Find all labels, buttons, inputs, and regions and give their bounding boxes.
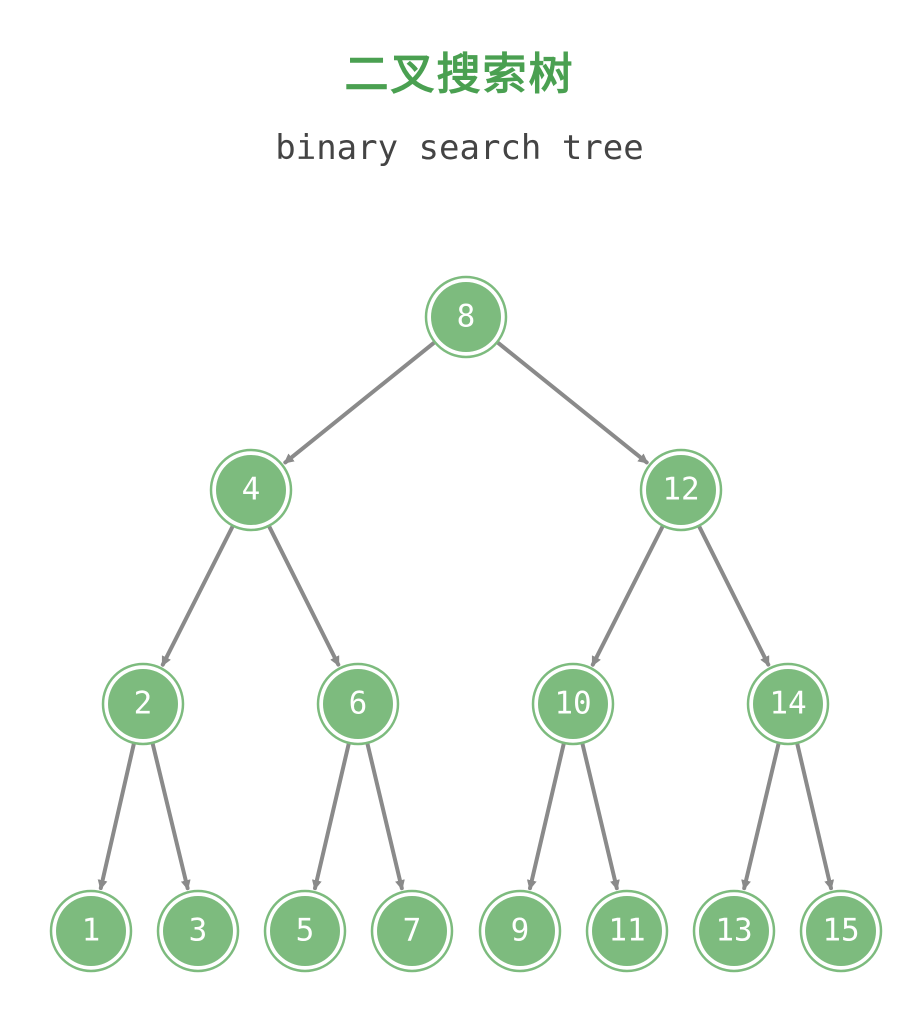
edge-n10-n11: [580, 741, 620, 891]
node-fill: [216, 455, 286, 525]
tree-node-5: 5: [263, 889, 347, 973]
node-fill: [323, 669, 393, 739]
tree-node-12: 12: [639, 448, 723, 532]
edge-n10-n9: [526, 741, 566, 891]
tree-node-7: 7: [370, 889, 454, 973]
tree-node-3: 3: [156, 889, 240, 973]
tree-node-2: 2: [101, 662, 185, 746]
diagram-subtitle: binary search tree: [275, 128, 644, 168]
edge-n2-n3: [150, 741, 191, 891]
tree-node-6: 6: [316, 662, 400, 746]
node-label: 11: [608, 913, 645, 949]
node-label: 15: [822, 913, 859, 949]
edge-n8-n4: [283, 340, 437, 465]
tree-node-13: 13: [692, 889, 776, 973]
node-label: 2: [134, 686, 153, 722]
node-fill: [699, 896, 769, 966]
diagram-title: 二叉搜索树: [344, 49, 575, 100]
node-label: 9: [511, 913, 530, 949]
node-fill: [431, 282, 501, 352]
edge-n6-n7: [365, 741, 405, 891]
node-label: 4: [242, 472, 261, 508]
node-fill: [108, 669, 178, 739]
node-fill: [377, 896, 447, 966]
node-fill: [646, 455, 716, 525]
node-label: 7: [403, 913, 422, 949]
edge-n12-n10: [590, 524, 665, 667]
tree-node-8: 8: [424, 275, 508, 359]
tree-node-11: 11: [585, 889, 669, 973]
tree-node-15: 15: [799, 889, 883, 973]
tree-node-4: 4: [209, 448, 293, 532]
edges: [97, 340, 835, 891]
edge-n4-n6: [267, 524, 341, 667]
node-label: 6: [349, 686, 368, 722]
node-fill: [592, 896, 662, 966]
node-fill: [56, 896, 126, 966]
node-fill: [485, 896, 555, 966]
tree-node-14: 14: [746, 662, 830, 746]
node-label: 12: [662, 472, 699, 508]
node-fill: [270, 896, 340, 966]
edge-n14-n13: [741, 741, 781, 891]
node-fill: [163, 896, 233, 966]
node-label: 8: [457, 299, 476, 335]
node-label: 10: [554, 686, 591, 722]
tree-node-1: 1: [49, 889, 133, 973]
node-label: 5: [296, 913, 315, 949]
tree-node-9: 9: [478, 889, 562, 973]
node-label: 1: [82, 913, 101, 949]
edge-n6-n5: [311, 741, 351, 891]
node-label: 14: [769, 686, 806, 722]
edge-n2-n1: [97, 742, 136, 891]
edge-n4-n2: [160, 524, 235, 667]
node-fill: [753, 669, 823, 739]
edge-n8-n12: [495, 340, 649, 465]
node-label: 13: [715, 913, 752, 949]
tree-node-10: 10: [531, 662, 615, 746]
edge-n12-n14: [697, 524, 771, 667]
node-label: 3: [189, 913, 208, 949]
edge-n14-n15: [795, 741, 835, 891]
node-fill: [806, 896, 876, 966]
node-fill: [538, 669, 608, 739]
